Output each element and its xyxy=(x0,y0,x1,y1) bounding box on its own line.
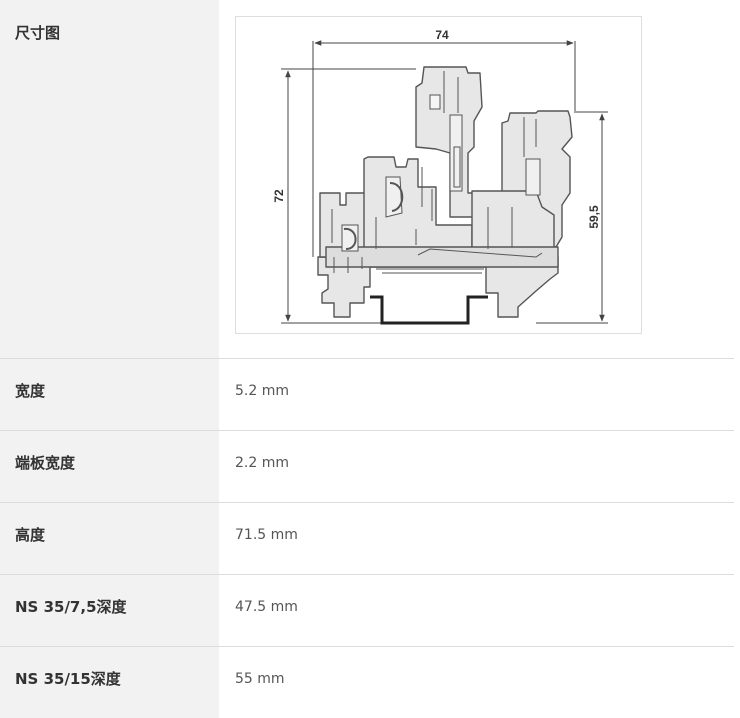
spec-label-cell: 端板宽度 xyxy=(0,431,219,503)
spec-label: 宽度 xyxy=(0,359,219,423)
spec-label: NS 35/7,5深度 xyxy=(0,575,219,639)
spec-value-cell: 2.2 mm xyxy=(219,431,734,503)
spec-value-cell: 5.2 mm xyxy=(219,359,734,431)
din-rail xyxy=(370,297,488,323)
spec-row-width: 宽度 5.2 mm xyxy=(0,359,734,431)
spec-value-cell: 55 mm xyxy=(219,647,734,718)
spec-label-cell: NS 35/15深度 xyxy=(0,647,219,718)
spec-row-depth-ns35-15: NS 35/15深度 55 mm xyxy=(0,647,734,718)
spec-label-cell: NS 35/7,5深度 xyxy=(0,575,219,647)
spec-value: 55 mm xyxy=(219,647,734,711)
spec-row-dimension-drawing: 尺寸图 74 xyxy=(0,0,734,359)
terminal-block-drawing: 74 72 59,5 xyxy=(236,17,641,333)
spec-row-end-plate-width: 端板宽度 2.2 mm xyxy=(0,431,734,503)
spec-label-cell: 宽度 xyxy=(0,359,219,431)
spec-label: 高度 xyxy=(0,503,219,567)
spec-value-cell: 47.5 mm xyxy=(219,575,734,647)
dimension-drawing: 74 72 59,5 xyxy=(235,16,642,334)
spec-label-cell: 高度 xyxy=(0,503,219,575)
spec-value: 5.2 mm xyxy=(219,359,734,423)
spec-row-height: 高度 71.5 mm xyxy=(0,503,734,575)
right-height-dimension-label: 59,5 xyxy=(587,205,601,229)
spec-value-cell: 71.5 mm xyxy=(219,503,734,575)
spec-label: NS 35/15深度 xyxy=(0,647,219,711)
width-dimension-label: 74 xyxy=(435,28,449,42)
spec-value: 71.5 mm xyxy=(219,503,734,567)
spec-label: 尺寸图 xyxy=(0,0,219,43)
spec-value-cell: 74 72 59,5 xyxy=(219,0,734,359)
spec-label-cell: 尺寸图 xyxy=(0,0,219,359)
spec-row-depth-ns35-7-5: NS 35/7,5深度 47.5 mm xyxy=(0,575,734,647)
spec-label: 端板宽度 xyxy=(0,431,219,495)
height-dimension-label: 72 xyxy=(272,189,286,203)
spec-value: 47.5 mm xyxy=(219,575,734,639)
spec-value: 2.2 mm xyxy=(219,431,734,495)
